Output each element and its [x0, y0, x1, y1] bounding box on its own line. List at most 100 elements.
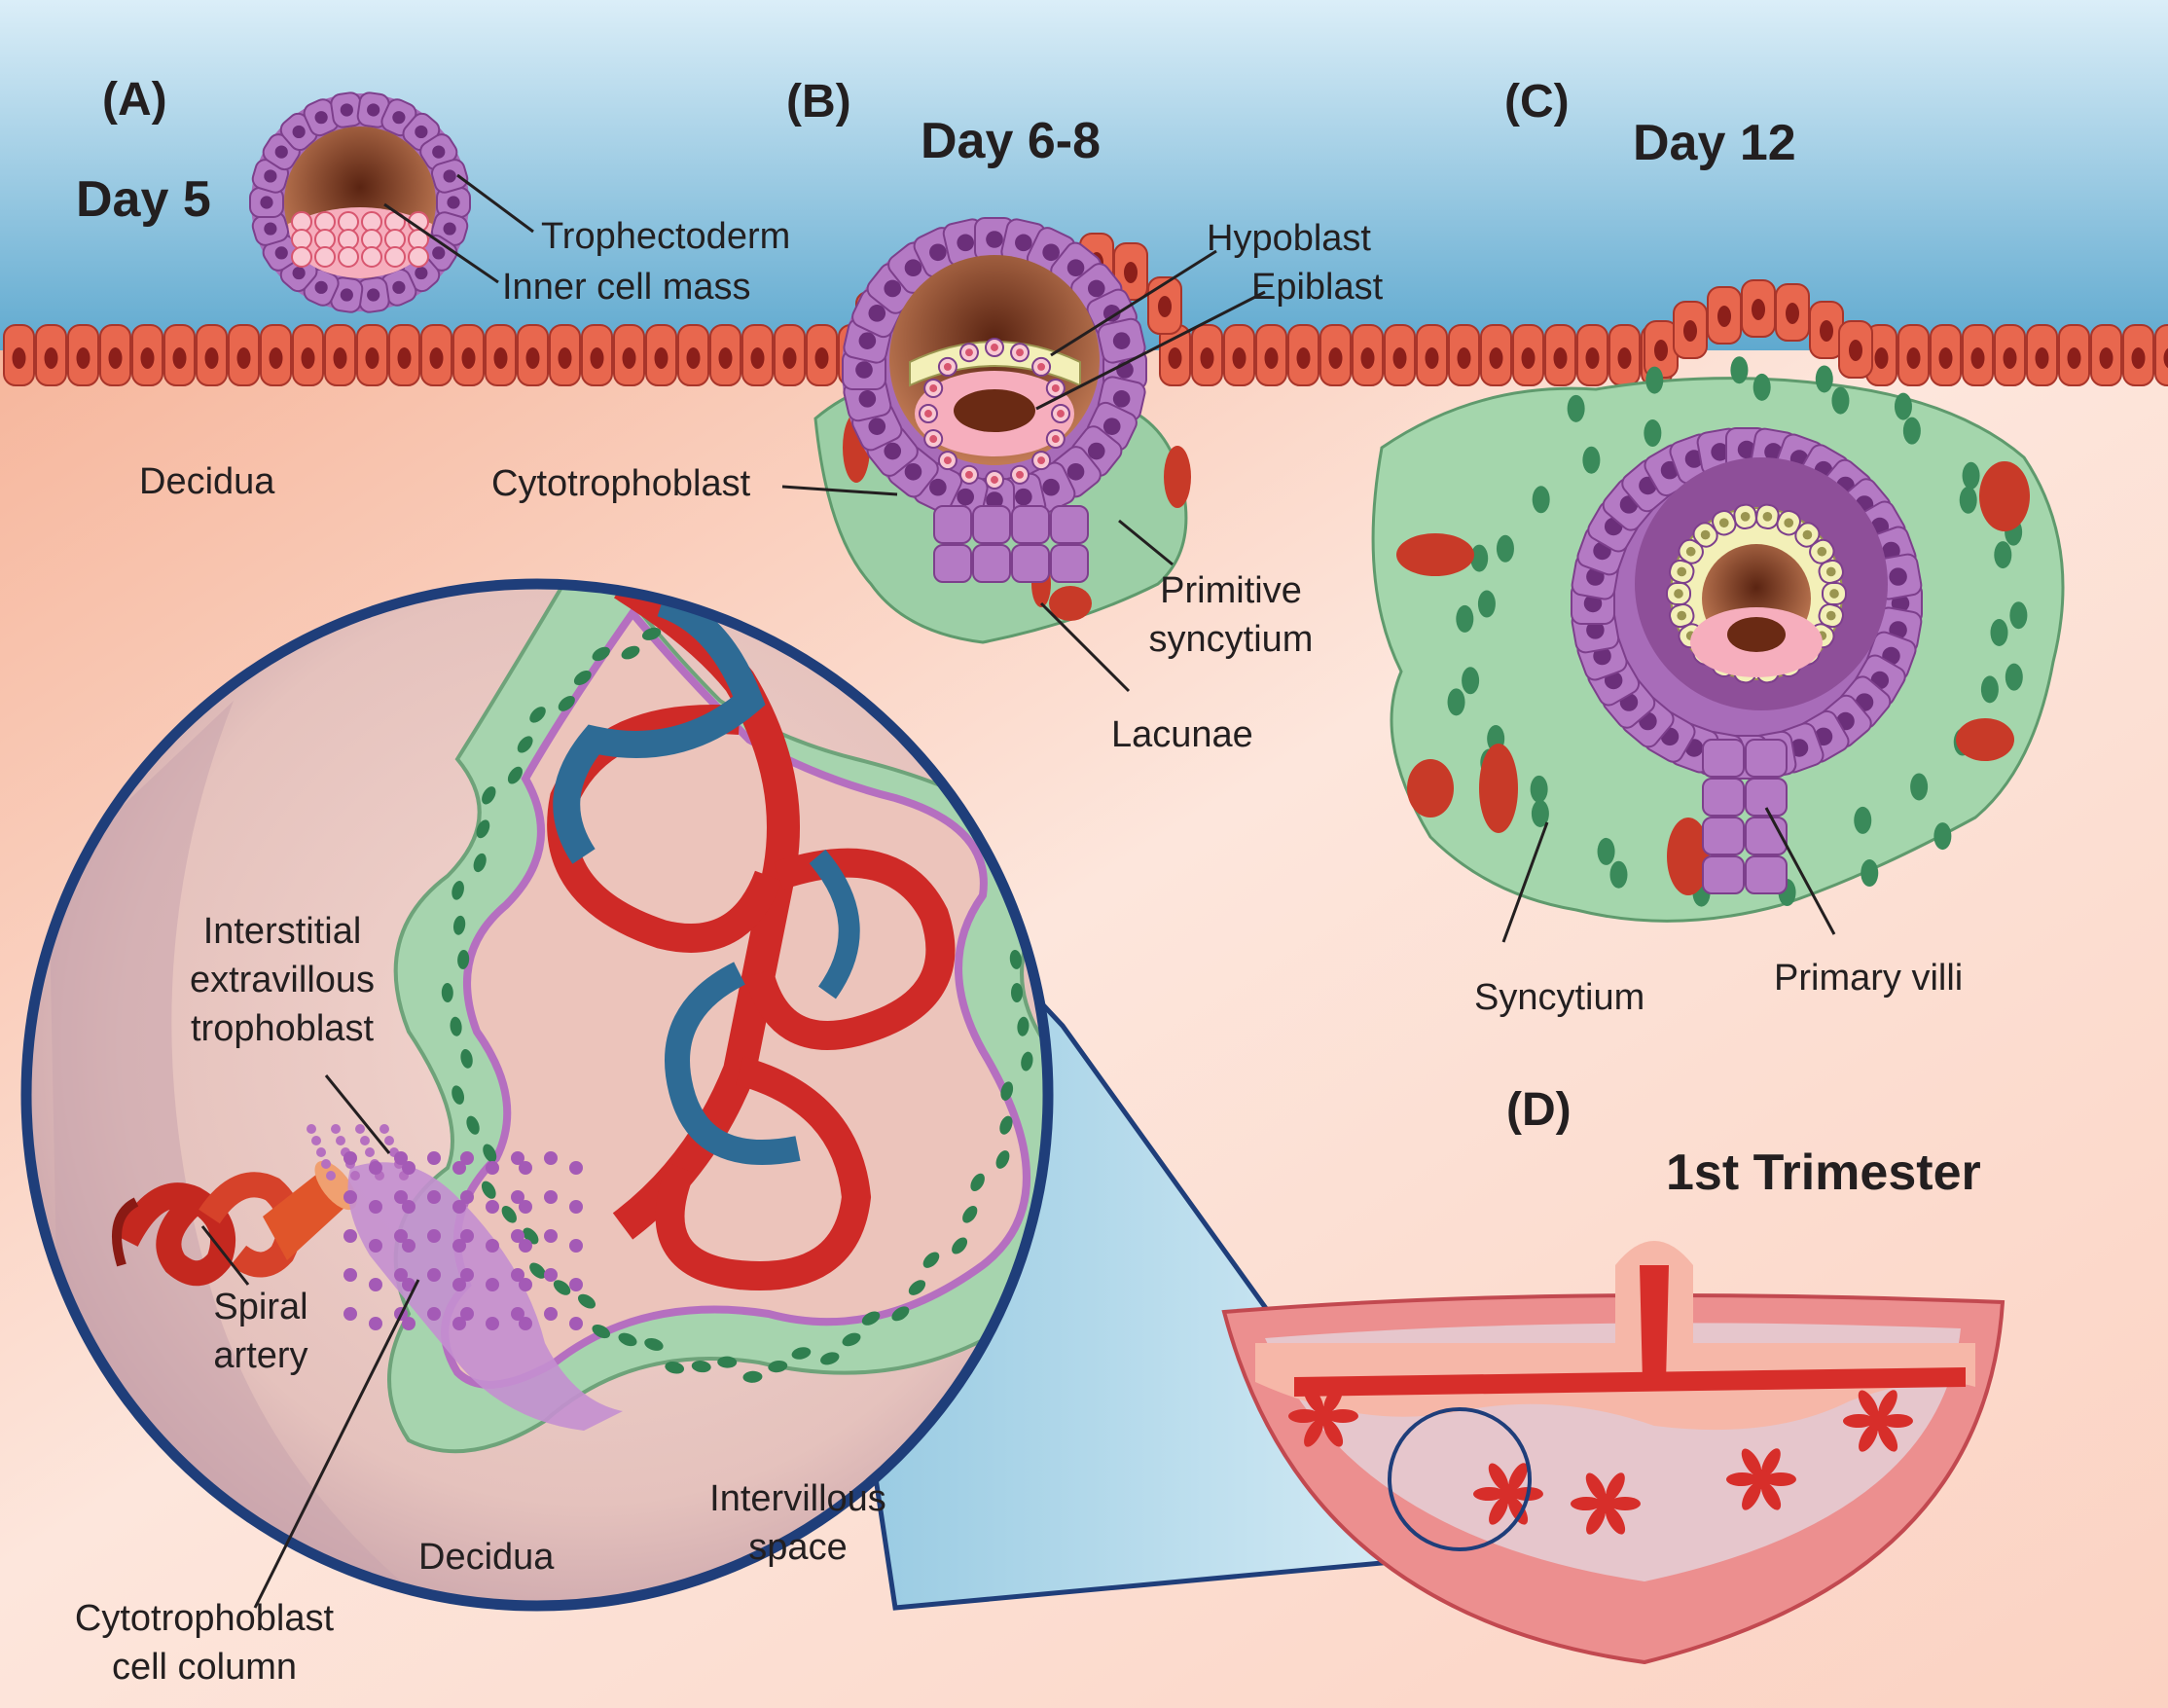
- cytotrophoblast-cell-nucleus: [1882, 541, 1900, 561]
- hypoblast-cell-nucleus: [1677, 566, 1687, 577]
- trophoblast-cell: [343, 1229, 357, 1243]
- hypoblast-cell-nucleus: [1677, 610, 1687, 621]
- syncytial-nucleus: [1959, 486, 1977, 514]
- trophoblast-cell: [486, 1239, 499, 1253]
- panel-c-title: Day 12: [1633, 115, 1796, 171]
- maternal-vessel-loop: [744, 848, 956, 1050]
- panel-b-letter: (B): [786, 76, 851, 127]
- label-syncytium: Syncytium: [1474, 977, 1645, 1018]
- cytotrophoblast-cell-nucleus: [1015, 234, 1032, 252]
- label-inner-cell-mass: Inner cell mass: [502, 267, 751, 308]
- trophoblast-cell: [519, 1200, 532, 1214]
- syncytial-nucleus: [1462, 667, 1480, 695]
- inner-cell: [408, 246, 429, 268]
- villous-tree-branch: [1609, 1497, 1641, 1510]
- invading-cell: [365, 1147, 375, 1157]
- fetal-vessel: [665, 962, 801, 1165]
- villous-tree-branch: [1761, 1448, 1781, 1477]
- villous-tree-stem: [1314, 1406, 1333, 1426]
- villous-tree-branch: [1877, 1424, 1898, 1452]
- cytotrophoblast-cell-nucleus: [1112, 332, 1131, 349]
- inner-cell: [338, 246, 359, 268]
- trophoblast-cell: [511, 1229, 524, 1243]
- syncytial-nucleus: [2005, 663, 2023, 691]
- syncytial-nucleus: [995, 1150, 1010, 1169]
- villous-tree-branch: [1878, 1390, 1897, 1419]
- syncytial-nucleus: [717, 1356, 738, 1368]
- trophoblast-cell: [394, 1268, 408, 1282]
- trophoblast-cell: [569, 1317, 583, 1330]
- epithelial-nucleus: [1264, 347, 1279, 369]
- panel-b-title: Day 6-8: [921, 113, 1101, 169]
- trophectoderm-cell-nucleus: [432, 246, 446, 260]
- invading-cell: [316, 1147, 326, 1157]
- epithelial-nucleus: [333, 347, 347, 369]
- epithelial-nucleus: [1654, 340, 1668, 361]
- cytotrophoblast-cell-nucleus: [1684, 450, 1704, 468]
- cytotrophoblast-cell-nucleus: [1583, 594, 1603, 613]
- cytotrophoblast-cell-nucleus: [868, 305, 886, 322]
- epiblast-cell-nucleus: [929, 435, 938, 443]
- syncytial-nucleus: [1477, 590, 1496, 618]
- panel-c-letter: (C): [1504, 76, 1570, 127]
- villous-tree-branch: [1571, 1496, 1602, 1511]
- trophoblast-cell: [369, 1161, 382, 1175]
- hypoblast-cell-nucleus: [1829, 589, 1839, 599]
- label-epiblast: Epiblast: [1251, 267, 1384, 308]
- inner-cell: [291, 246, 312, 268]
- villous-tree-branch: [1760, 1482, 1782, 1510]
- villous-tree-branch: [1606, 1472, 1625, 1502]
- hypoblast-cell-nucleus: [1740, 511, 1751, 522]
- trophoblast-cell: [343, 1268, 357, 1282]
- trophoblast-cell: [544, 1307, 558, 1321]
- villous-tree-branch: [1473, 1486, 1504, 1502]
- syncytial-nucleus: [482, 786, 496, 805]
- trophectoderm-cell-nucleus: [392, 280, 406, 294]
- trophectoderm-cell-nucleus: [274, 246, 288, 260]
- syncytial-nucleus: [1990, 619, 2008, 646]
- villous-tree-branch: [1304, 1418, 1323, 1447]
- syncytial-nucleus: [452, 915, 466, 935]
- label-cytotrophoblast: Cytotrophoblast: [491, 463, 751, 504]
- epithelial-nucleus: [140, 347, 155, 369]
- syncytial-nucleus: [1902, 417, 1921, 445]
- trophoblast-cell: [369, 1200, 382, 1214]
- hypoblast-cell-nucleus: [1762, 511, 1773, 522]
- cytotrophoblast-cell-nucleus: [1891, 594, 1910, 613]
- lacuna: [1407, 759, 1454, 818]
- primary-villus-cell: [1745, 739, 1788, 778]
- trophectoderm-cell-nucleus: [392, 111, 406, 125]
- cytotrophoblast-cell-nucleus: [1087, 279, 1105, 298]
- syncytial-nucleus: [2009, 601, 2028, 630]
- trophoblast-cell: [402, 1200, 416, 1214]
- invading-cell: [326, 1171, 336, 1181]
- invading-cell: [355, 1124, 365, 1134]
- syncytial-nucleus: [1994, 541, 2012, 569]
- cytotrophoblast-cell-nucleus: [1737, 440, 1756, 459]
- cytotrophoblast-cell-nucleus: [884, 442, 902, 460]
- fetal-vessel: [809, 849, 860, 999]
- cytotrophoblast-cell-nucleus: [858, 332, 877, 349]
- trophoblast-cell: [544, 1190, 558, 1204]
- epithelial-nucleus: [750, 347, 765, 369]
- cytotrophoblast-cell: [1011, 544, 1050, 583]
- trophoblast-cell: [369, 1317, 382, 1330]
- epithelial-nucleus: [301, 347, 315, 369]
- syncytial-nucleus: [1470, 544, 1489, 572]
- syncytial-nucleus: [452, 881, 464, 900]
- trophoblast-cell: [427, 1307, 441, 1321]
- syncytial-nucleus: [1980, 675, 1999, 704]
- cytotrophoblast-cell-nucleus: [1066, 462, 1085, 481]
- lacuna: [1979, 461, 2030, 531]
- syncytial-nucleus: [1009, 949, 1022, 969]
- epiblast-cell-nucleus: [1051, 384, 1060, 392]
- syncytial-nucleus: [842, 1332, 861, 1347]
- syncytial-nucleus: [529, 1262, 546, 1279]
- epithelial-nucleus: [686, 347, 701, 369]
- epiblast-cell-nucleus: [1037, 362, 1046, 371]
- trophoblast-cell: [343, 1151, 357, 1165]
- syncytial-nucleus: [457, 949, 470, 969]
- trophoblast-cell: [486, 1317, 499, 1330]
